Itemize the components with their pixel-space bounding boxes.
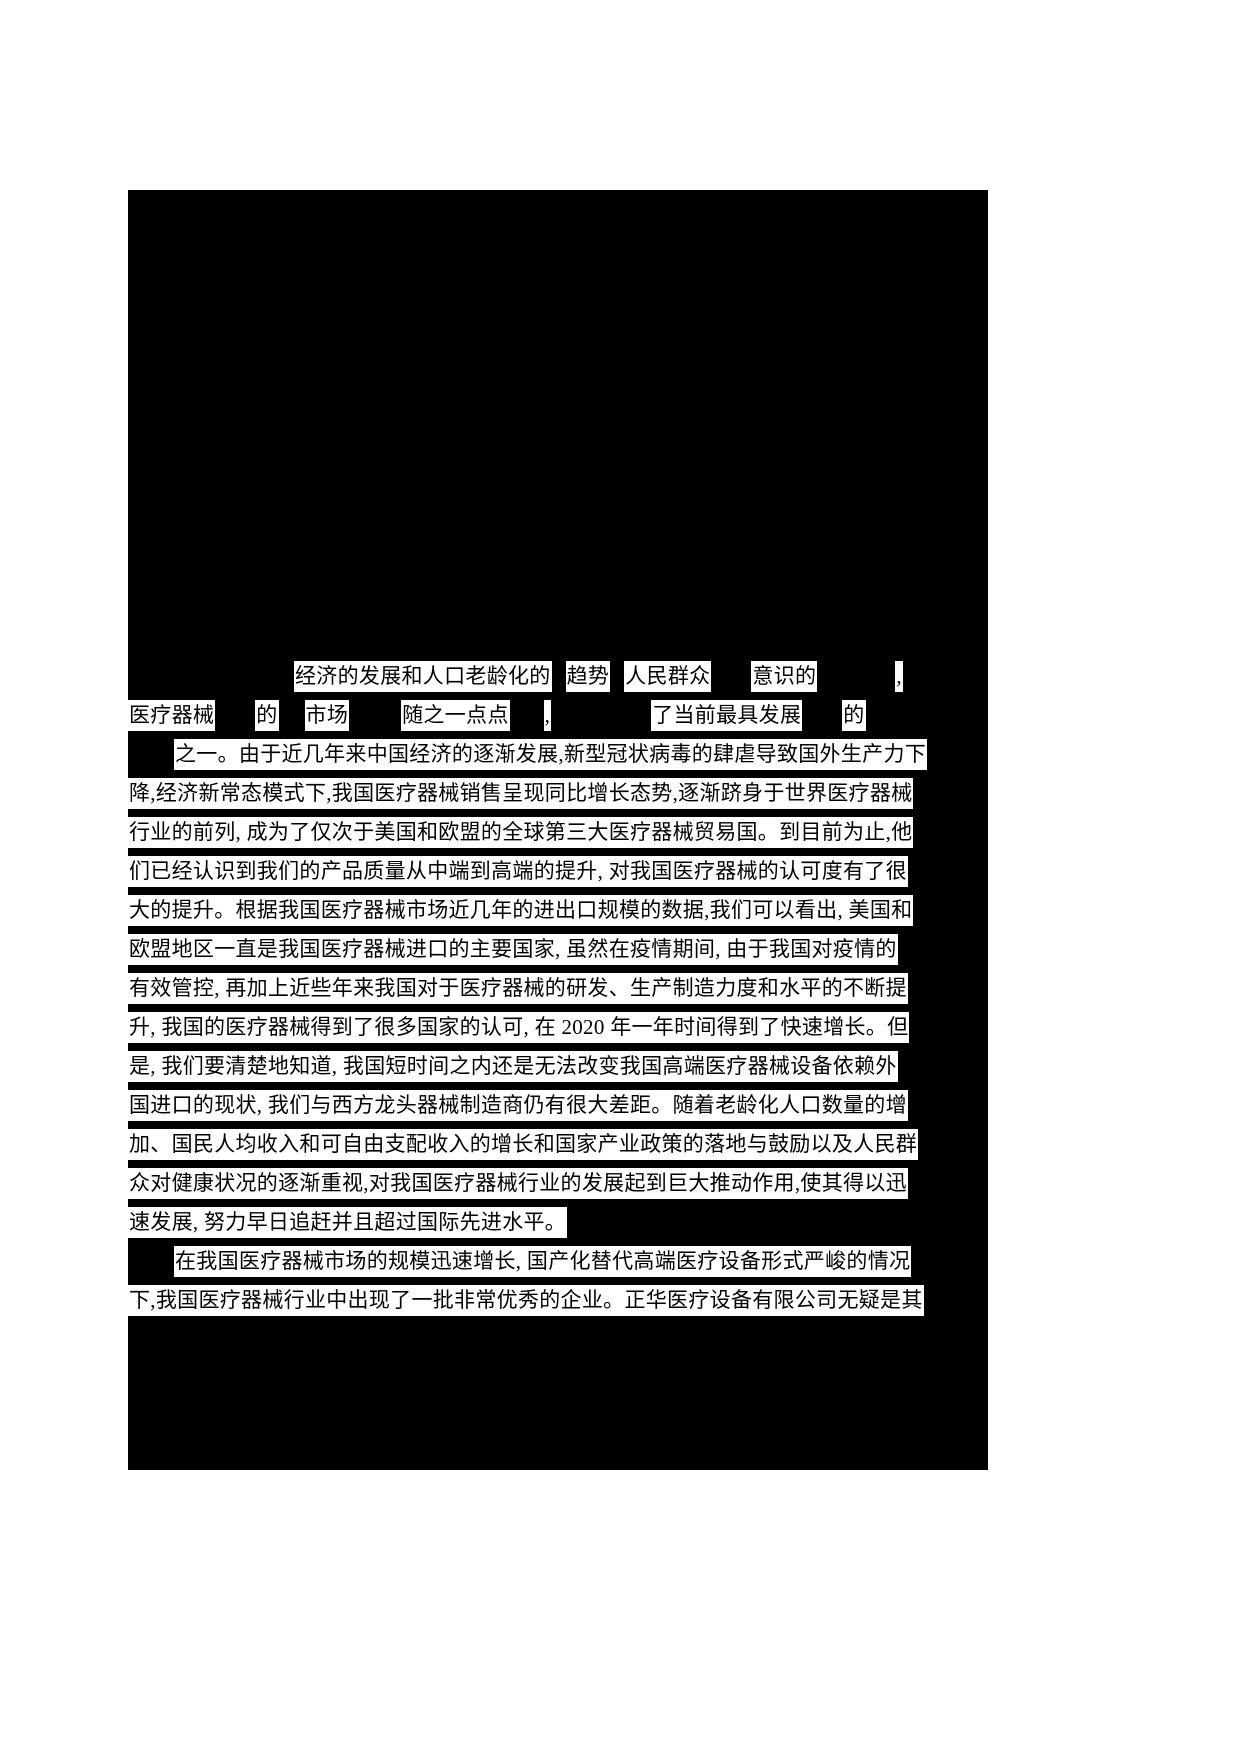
text-run: 下,我国医疗器械行业中出现了一批非常优秀的企业。正华医疗设备有限公司无疑是其 — [128, 1284, 924, 1316]
redaction-gap — [128, 1246, 174, 1277]
text-line: 行业的前列, 成为了仅次于美国和欧盟的全球第三大医疗器械贸易国。到目前为止,他 — [128, 811, 988, 850]
text-line: 之一。由于近几年来中国经济的逐渐发展,新型冠状病毒的肆虐导致国外生产力下 — [128, 733, 988, 772]
text-line: 欧盟地区一直是我国医疗器械进口的主要国家, 虽然在疫情期间, 由于我国对疫情的 — [128, 928, 988, 967]
text-line: 是, 我们要清楚地知道, 我国短时间之内还是无法改变我国高端医疗器械设备依赖外 — [128, 1045, 988, 1084]
text-run: 经济的发展和人口老龄化的 — [294, 660, 552, 692]
redaction-gap — [610, 661, 624, 692]
text-run: 众对健康状况的逐渐重视,对我国医疗器械行业的发展起到巨大推动作用,使其得以迅 — [128, 1167, 908, 1199]
text-line: 降,经济新常态模式下,我国医疗器械销售呈现同比增长态势,逐渐跻身于世界医疗器械 — [128, 772, 988, 811]
text-line: 大的提升。根据我国医疗器械市场近几年的进出口规模的数据,我们可以看出, 美国和 — [128, 889, 988, 928]
text-run: 随之一点点 — [401, 699, 510, 731]
document-text-flow: 经济的发展和人口老龄化的趋势人民群众意识的,医疗器械的市场随之一点点,了当前最具… — [128, 655, 988, 1318]
text-run: 们已经认识到我们的产品质量从中端到高端的提升, 对我国医疗器械的认可度有了很 — [128, 855, 908, 887]
redaction-gap — [349, 700, 401, 731]
text-run: 的 — [255, 699, 279, 731]
text-run: 在我国医疗器械市场的规模迅速增长, 国产化替代高端医疗设备形式严峻的情况 — [174, 1245, 912, 1277]
text-run: 加、国民人均收入和可自由支配收入的增长和国家产业政策的落地与鼓励以及人民群 — [128, 1128, 919, 1160]
text-line: 升, 我国的医疗器械得到了很多国家的认可, 在 2020 年一年时间得到了快速增… — [128, 1006, 988, 1045]
text-run: , — [895, 660, 903, 692]
text-line: 速发展, 努力早日追赶并且超过国际先进水平。 — [128, 1201, 988, 1240]
text-run: 行业的前列, 成为了仅次于美国和欧盟的全球第三大医疗器械贸易国。到目前为止,他 — [128, 816, 914, 848]
redaction-gap — [551, 700, 651, 731]
redaction-gap — [248, 661, 294, 692]
redaction-gap — [817, 661, 895, 692]
redaction-gap — [279, 700, 305, 731]
text-line: 医疗器械的市场随之一点点,了当前最具发展的 — [128, 694, 988, 733]
redaction-gap — [128, 661, 248, 692]
text-run: 降,经济新常态模式下,我国医疗器械销售呈现同比增长态势,逐渐跻身于世界医疗器械 — [128, 777, 914, 809]
text-run: 国进口的现状, 我们与西方龙头器械制造商仍有很大差距。随着老龄化人口数量的增 — [128, 1089, 908, 1121]
text-run: 有效管控, 再加上近些年来我国对于医疗器械的研发、生产制造力度和水平的不断提 — [128, 972, 908, 1004]
text-run: 速发展, 努力早日追赶并且超过国际先进水平。 — [128, 1206, 568, 1238]
paragraph: 在我国医疗器械市场的规模迅速增长, 国产化替代高端医疗设备形式严峻的情况下,我国… — [128, 1240, 988, 1318]
text-run: 升, 我国的医疗器械得到了很多国家的认可, 在 2020 年一年时间得到了快速增… — [128, 1011, 910, 1043]
paragraph: 经济的发展和人口老龄化的趋势人民群众意识的,医疗器械的市场随之一点点,了当前最具… — [128, 655, 988, 1240]
text-line: 在我国医疗器械市场的规模迅速增长, 国产化替代高端医疗设备形式严峻的情况 — [128, 1240, 988, 1279]
text-run: 市场 — [304, 699, 350, 731]
redacted-region-bottom — [128, 1410, 988, 1470]
text-run: 意识的 — [751, 660, 818, 692]
redacted-region-top — [128, 190, 988, 655]
text-line: 国进口的现状, 我们与西方龙头器械制造商仍有很大差距。随着老龄化人口数量的增 — [128, 1084, 988, 1123]
text-run: 欧盟地区一直是我国医疗器械进口的主要国家, 虽然在疫情期间, 由于我国对疫情的 — [128, 933, 898, 965]
text-line: 众对健康状况的逐渐重视,对我国医疗器械行业的发展起到巨大推动作用,使其得以迅 — [128, 1162, 988, 1201]
redaction-gap — [510, 700, 544, 731]
redaction-gap — [711, 661, 751, 692]
text-run: 大的提升。根据我国医疗器械市场近几年的进出口规模的数据,我们可以看出, 美国和 — [128, 894, 914, 926]
redaction-gap — [128, 739, 174, 770]
text-run: 趋势 — [565, 660, 611, 692]
redaction-gap — [215, 700, 255, 731]
redacted-body-block: 经济的发展和人口老龄化的趋势人民群众意识的,医疗器械的市场随之一点点,了当前最具… — [128, 190, 988, 1470]
text-run: 之一。由于近几年来中国经济的逐渐发展,新型冠状病毒的肆虐导致国外生产力下 — [174, 738, 928, 770]
redaction-gap — [552, 661, 566, 692]
text-run: , — [543, 699, 552, 731]
text-line: 有效管控, 再加上近些年来我国对于医疗器械的研发、生产制造力度和水平的不断提 — [128, 967, 988, 1006]
text-line: 经济的发展和人口老龄化的趋势人民群众 意识的, — [128, 655, 988, 694]
text-run: 了当前最具发展 — [651, 699, 803, 731]
redaction-gap — [802, 700, 842, 731]
text-line: 下,我国医疗器械行业中出现了一批非常优秀的企业。正华医疗设备有限公司无疑是其 — [128, 1279, 988, 1318]
text-run: 人民群众 — [624, 660, 712, 692]
text-line: 加、国民人均收入和可自由支配收入的增长和国家产业政策的落地与鼓励以及人民群 — [128, 1123, 988, 1162]
text-run: 医疗器械 — [128, 699, 216, 731]
text-line: 们已经认识到我们的产品质量从中端到高端的提升, 对我国医疗器械的认可度有了很 — [128, 850, 988, 889]
text-run: 的 — [842, 699, 866, 731]
text-run: 是, 我们要清楚地知道, 我国短时间之内还是无法改变我国高端医疗器械设备依赖外 — [128, 1050, 898, 1082]
